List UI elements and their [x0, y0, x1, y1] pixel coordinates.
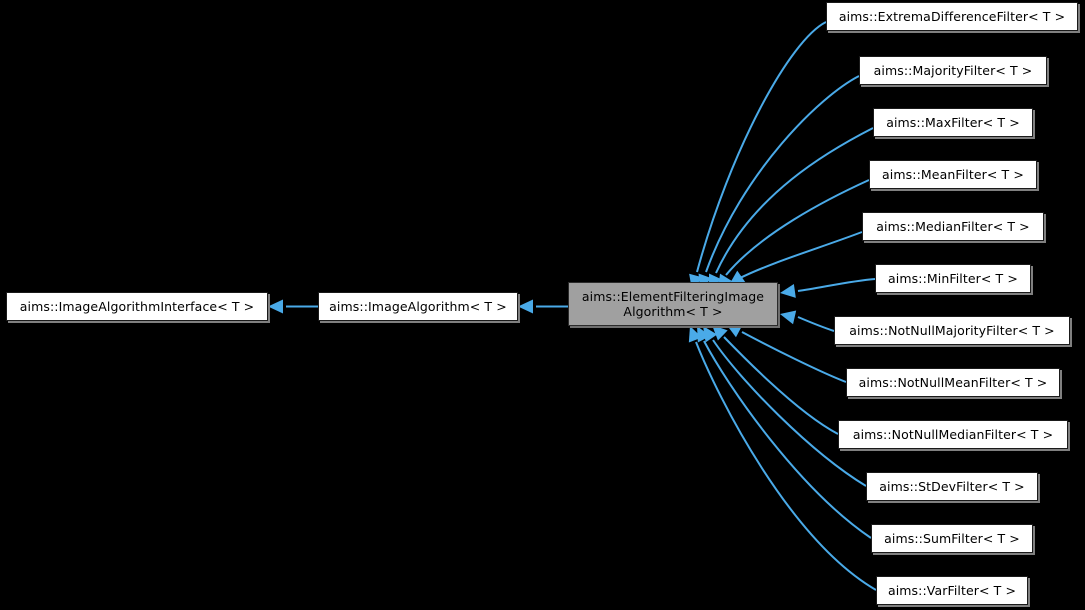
- edge-not-null-median-arrowhead-icon: [712, 325, 728, 341]
- edge-sum-arrowhead-icon: [697, 326, 711, 343]
- class-node-label: aims::VarFilter< T >: [887, 583, 1017, 598]
- class-node-extrema-difference-filter[interactable]: aims::ExtremaDifferenceFilter< T >: [826, 2, 1078, 31]
- class-node-image-algorithm[interactable]: aims::ImageAlgorithm< T >: [318, 292, 518, 321]
- class-node-sum-filter[interactable]: aims::SumFilter< T >: [871, 524, 1033, 553]
- class-node-label: aims::MedianFilter< T >: [876, 219, 1030, 234]
- class-node-not-null-majority-filter[interactable]: aims::NotNullMajorityFilter< T >: [834, 316, 1070, 345]
- edge-interface-algorithm: [268, 299, 318, 314]
- class-node-label: aims::ImageAlgorithmInterface< T >: [19, 299, 255, 314]
- class-node-not-null-median-filter[interactable]: aims::NotNullMedianFilter< T >: [838, 420, 1068, 449]
- class-node-image-algorithm-interface[interactable]: aims::ImageAlgorithmInterface< T >: [6, 292, 268, 321]
- class-node-label: aims::ElementFilteringImage Algorithm< T…: [581, 289, 765, 319]
- edge-interface-algorithm-arrowhead-icon: [268, 299, 283, 314]
- edge-stdev-arrowhead-icon: [703, 326, 718, 343]
- class-node-min-filter[interactable]: aims::MinFilter< T >: [875, 264, 1031, 293]
- edge-max: [708, 127, 874, 290]
- edge-min: [780, 278, 876, 298]
- edge-majority-line: [705, 75, 860, 273]
- edge-not-null-mean-line: [741, 331, 847, 383]
- class-node-not-null-mean-filter[interactable]: aims::NotNullMeanFilter< T >: [846, 368, 1060, 397]
- edge-not-null-median: [712, 325, 839, 435]
- edge-not-null-mean: [726, 324, 847, 383]
- edge-algorithm-element: [518, 299, 568, 314]
- class-node-max-filter[interactable]: aims::MaxFilter< T >: [873, 108, 1033, 137]
- class-node-label: aims::MeanFilter< T >: [882, 167, 1024, 182]
- edge-median: [729, 231, 863, 285]
- class-node-label: aims::MinFilter< T >: [888, 271, 1018, 286]
- edge-not-null-majority-arrowhead-icon: [780, 310, 797, 325]
- edge-min-arrowhead-icon: [780, 283, 796, 298]
- edge-majority: [698, 75, 860, 290]
- class-node-mean-filter[interactable]: aims::MeanFilter< T >: [869, 160, 1037, 189]
- edge-stdev: [703, 326, 867, 487]
- edge-algorithm-element-arrowhead-icon: [518, 299, 533, 314]
- class-node-label: aims::NotNullMeanFilter< T >: [858, 375, 1048, 390]
- class-node-label: aims::ExtremaDifferenceFilter< T >: [838, 9, 1066, 24]
- edge-median-arrowhead-icon: [729, 270, 746, 285]
- class-node-label: aims::MaxFilter< T >: [886, 115, 1020, 130]
- edge-var-arrowhead-icon: [688, 326, 702, 343]
- class-node-stdev-filter[interactable]: aims::StDevFilter< T >: [866, 472, 1038, 501]
- edge-var-line: [695, 341, 877, 591]
- class-node-median-filter[interactable]: aims::MedianFilter< T >: [862, 212, 1044, 241]
- edge-var: [688, 326, 877, 591]
- class-node-label: aims::ImageAlgorithm< T >: [329, 299, 507, 314]
- class-node-majority-filter[interactable]: aims::MajorityFilter< T >: [859, 56, 1047, 85]
- class-node-label: aims::StDevFilter< T >: [879, 479, 1025, 494]
- edge-min-line: [797, 278, 876, 292]
- class-node-label: aims::NotNullMedianFilter< T >: [852, 427, 1054, 442]
- edge-stdev-line: [712, 339, 867, 487]
- edge-sum: [697, 326, 872, 539]
- class-node-element-filtering-image-algorithm: aims::ElementFilteringImage Algorithm< T…: [568, 282, 778, 326]
- edge-max-line: [715, 127, 874, 274]
- edge-not-null-majority: [780, 310, 835, 332]
- class-node-label: aims::NotNullMajorityFilter< T >: [849, 323, 1055, 338]
- edge-median-line: [737, 231, 863, 280]
- class-node-label: aims::SumFilter< T >: [884, 531, 1020, 546]
- class-node-label: aims::MajorityFilter< T >: [873, 63, 1033, 78]
- edge-not-null-mean-arrowhead-icon: [726, 324, 743, 338]
- edge-mean-line: [725, 179, 870, 276]
- edge-sum-line: [703, 340, 872, 539]
- edge-not-null-median-line: [723, 336, 839, 435]
- class-node-var-filter[interactable]: aims::VarFilter< T >: [876, 576, 1028, 605]
- edge-not-null-majority-line: [797, 316, 835, 332]
- edge-extrema-difference-line: [696, 21, 827, 273]
